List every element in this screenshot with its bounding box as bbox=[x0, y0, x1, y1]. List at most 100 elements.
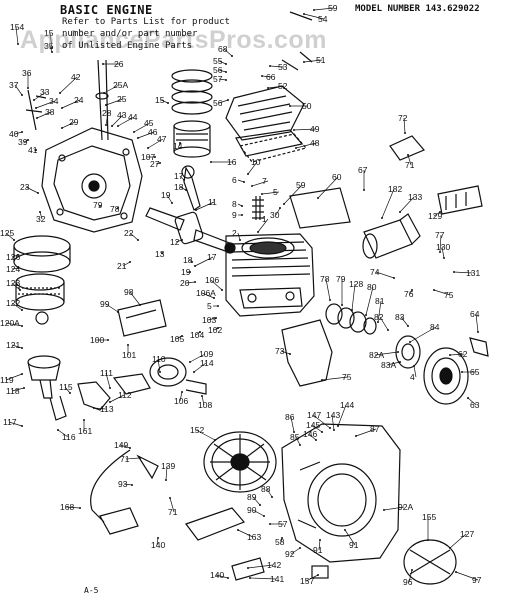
leader-line bbox=[129, 291, 141, 306]
part-callout: 44 bbox=[128, 112, 138, 122]
part-callout: 54 bbox=[318, 14, 328, 24]
part-callout: 161 bbox=[78, 426, 92, 436]
leader-end bbox=[165, 479, 167, 481]
part-callout: 129 bbox=[428, 211, 442, 221]
leader-end bbox=[329, 299, 331, 301]
leader-line bbox=[210, 279, 223, 291]
part-callout: 90 bbox=[247, 505, 257, 515]
cylinder-head bbox=[225, 85, 305, 157]
part-callout: 82 bbox=[374, 312, 384, 322]
leader-end bbox=[213, 297, 215, 299]
note-line-3: of Unlisted Engine Parts bbox=[62, 41, 193, 51]
part-callout: 56 bbox=[213, 65, 223, 75]
leader-end bbox=[111, 125, 113, 127]
leader-end bbox=[61, 127, 63, 129]
leader-end bbox=[21, 309, 23, 311]
leader-line bbox=[11, 254, 19, 258]
leader-line bbox=[117, 116, 135, 127]
leader-end bbox=[129, 447, 131, 449]
part-callout: 114 bbox=[200, 358, 214, 368]
part-callout: 155 bbox=[422, 512, 436, 522]
part-callout: 34 bbox=[49, 96, 59, 106]
leader-end bbox=[293, 431, 295, 433]
part-callout: 96 bbox=[403, 577, 413, 587]
part-callout: 113 bbox=[100, 404, 114, 414]
part-callout: 10 bbox=[251, 157, 261, 167]
leader-line bbox=[337, 404, 347, 427]
leader-line bbox=[179, 391, 183, 402]
part-callout: 62 bbox=[458, 349, 468, 359]
diagram-title: BASIC ENGINE bbox=[60, 3, 153, 17]
leader-line bbox=[295, 142, 317, 149]
part-callout: 112 bbox=[118, 390, 132, 400]
leader-end bbox=[13, 239, 15, 241]
leader-end bbox=[321, 379, 323, 381]
part-callout: 157 bbox=[300, 576, 314, 586]
leader-end bbox=[35, 149, 37, 151]
leader-end bbox=[439, 211, 441, 213]
leader-end bbox=[21, 347, 23, 349]
part-callout: 119 bbox=[0, 375, 14, 385]
part-callout: 23 bbox=[20, 182, 30, 192]
leader-line bbox=[449, 533, 467, 549]
leader-end bbox=[17, 267, 19, 269]
leader-end bbox=[21, 373, 23, 375]
leader-line bbox=[33, 91, 47, 101]
part-callout: 45 bbox=[144, 118, 154, 128]
leader-end bbox=[319, 539, 321, 541]
cylinder-block bbox=[225, 233, 315, 317]
leader-end bbox=[467, 397, 469, 399]
part-callout: 58 bbox=[275, 537, 285, 547]
part-callout: 139 bbox=[161, 461, 175, 471]
leader-line bbox=[247, 564, 274, 569]
leader-end bbox=[83, 419, 85, 421]
control-bracket bbox=[117, 299, 167, 337]
part-callout: 68 bbox=[218, 44, 228, 54]
leader-end bbox=[333, 429, 335, 431]
leader-end bbox=[51, 51, 53, 53]
leader-line bbox=[252, 496, 261, 506]
leader-end bbox=[189, 361, 191, 363]
part-callout: 17 bbox=[207, 252, 217, 262]
part-callout: 116 bbox=[62, 432, 76, 442]
note-line-1: Refer to Parts List for product bbox=[62, 17, 230, 27]
part-callout: 99 bbox=[100, 299, 110, 309]
seals-washers bbox=[325, 303, 377, 335]
part-callout: 42 bbox=[71, 72, 81, 82]
leader-end bbox=[237, 529, 239, 531]
leader-line bbox=[252, 509, 265, 517]
part-callout: 36 bbox=[22, 68, 32, 78]
leader-line bbox=[433, 211, 441, 217]
leader-end bbox=[103, 92, 105, 94]
leader-line bbox=[455, 571, 479, 581]
bracket-small bbox=[231, 557, 329, 581]
rotating-screen bbox=[403, 539, 457, 585]
part-callout: 109 bbox=[199, 349, 213, 359]
leader-line bbox=[64, 386, 71, 394]
leader-end bbox=[105, 124, 107, 126]
leader-line bbox=[247, 161, 258, 175]
leader-end bbox=[179, 142, 181, 144]
leader-line bbox=[280, 350, 291, 355]
leader-end bbox=[351, 309, 353, 311]
leader-line bbox=[249, 577, 277, 580]
leader-end bbox=[227, 577, 229, 579]
leader-line bbox=[433, 289, 451, 296]
part-callout: 26 bbox=[114, 59, 124, 69]
leader-line bbox=[166, 194, 173, 204]
leader-line bbox=[283, 184, 303, 205]
leader-end bbox=[21, 325, 23, 327]
part-callout: 118 bbox=[6, 386, 20, 396]
leader-end bbox=[355, 435, 357, 437]
part-callout: 92A bbox=[398, 502, 413, 512]
leader-end bbox=[363, 189, 365, 191]
leader-end bbox=[210, 161, 212, 163]
leader-end bbox=[131, 484, 133, 486]
part-callout: 67 bbox=[358, 165, 368, 175]
leader-line bbox=[207, 317, 217, 321]
note-line-2: number and/or part number bbox=[62, 29, 198, 39]
leader-line bbox=[109, 394, 125, 403]
part-callout: 19 bbox=[161, 190, 171, 200]
leader-end bbox=[303, 61, 305, 63]
leader-line bbox=[5, 232, 15, 241]
